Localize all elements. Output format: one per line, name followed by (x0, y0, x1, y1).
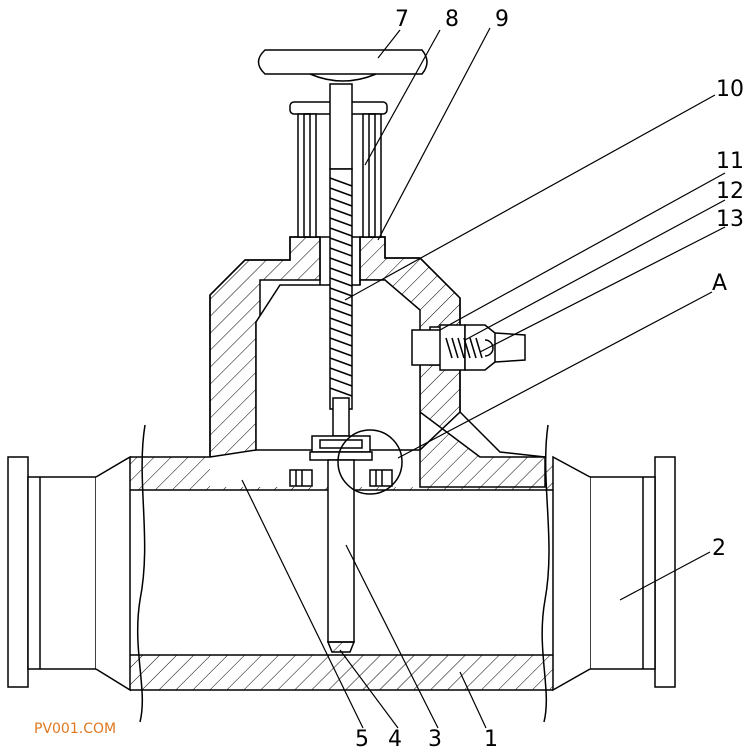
lower-rod (326, 459, 356, 653)
callout-11: 11 (716, 149, 744, 174)
callout-9: 9 (495, 7, 509, 32)
watermark-text: PV001.COM (34, 721, 116, 737)
right-flange (552, 455, 676, 692)
callout-12: 12 (716, 179, 744, 204)
relief-valve (411, 324, 526, 371)
valve-bonnet (130, 236, 546, 488)
callout-a: A (712, 271, 727, 296)
left-flange (7, 455, 131, 692)
handwheel[interactable] (257, 49, 428, 115)
callout-2: 2 (712, 536, 726, 561)
threaded-stem (329, 83, 353, 437)
callout-8: 8 (445, 7, 459, 32)
callout-4: 4 (388, 727, 402, 752)
callout-7: 7 (395, 7, 409, 32)
detail-a-circle (337, 429, 403, 495)
callout-10: 10 (716, 77, 744, 102)
callout-5: 5 (355, 727, 369, 752)
seal-blocks (289, 469, 393, 487)
callout-13: 13 (716, 207, 744, 232)
stem-coupling (309, 435, 373, 461)
callout-1: 1 (484, 727, 498, 752)
leader-lines (241, 27, 726, 729)
pipe-body (130, 424, 553, 723)
callout-3: 3 (428, 727, 442, 752)
